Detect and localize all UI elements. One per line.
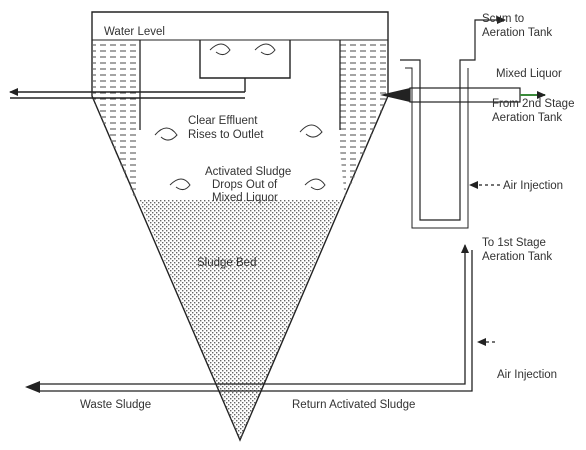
label-sludge-bed: Sludge Bed: [197, 257, 256, 269]
return-sludge-line: [40, 244, 469, 385]
left-liquor-zone: [92, 40, 140, 200]
label-scum-1: Scum to: [482, 13, 524, 25]
mixed-liquor-arrow: [380, 88, 410, 102]
scum-loop: [400, 16, 506, 221]
label-air-injection-upper: Air Injection: [503, 180, 563, 192]
label-waste-sludge: Waste Sludge: [80, 399, 151, 411]
label-return-activated-sludge: Return Activated Sludge: [292, 399, 415, 411]
return-sludge-line-2: [40, 250, 473, 392]
swirl-glyph: [299, 124, 323, 138]
swirl-glyph: [169, 178, 191, 191]
scum-loop-inner: [405, 67, 469, 229]
swirl-glyph: [304, 178, 326, 191]
label-air-injection-lower: Air Injection: [497, 369, 557, 381]
label-clear-effluent-1: Clear Effluent: [188, 115, 258, 127]
right-liquor-zone: [340, 40, 388, 200]
label-from-2nd-1: From 2nd Stage: [492, 98, 574, 110]
outlet-trough: [199, 40, 291, 79]
waste-sludge-arrow: [25, 381, 40, 393]
label-activated-2: Drops Out of: [212, 179, 278, 191]
swirl-glyph: [254, 43, 276, 56]
label-to-1st-2: Aeration Tank: [482, 251, 552, 263]
label-from-2nd-2: Aeration Tank: [492, 112, 562, 124]
swirl-glyph: [209, 43, 231, 56]
swirl-glyph: [154, 127, 178, 141]
label-activated-1: Activated Sludge: [205, 166, 291, 178]
label-mixed-liquor: Mixed Liquor: [496, 68, 562, 80]
label-water-level: Water Level: [104, 26, 165, 38]
label-scum-2: Aeration Tank: [482, 27, 552, 39]
label-activated-3: Mixed Liquor: [212, 192, 278, 204]
sludge-bed-fill: [139, 200, 341, 440]
label-clear-effluent-2: Rises to Outlet: [188, 129, 264, 141]
label-to-1st-1: To 1st Stage: [482, 237, 546, 249]
